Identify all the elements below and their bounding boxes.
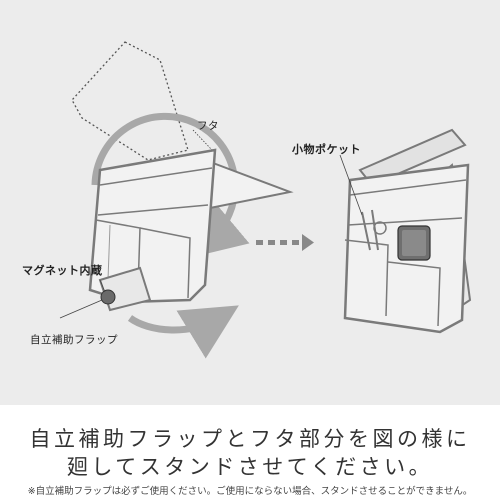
transition-arrow [256, 234, 314, 251]
bag-stand-diagram [59, 41, 472, 359]
flap-rotation-arrow [127, 305, 239, 359]
flap-callout: 自立補助フラップ [30, 334, 118, 346]
caption-line-2: 廻してスタンドさせてください。 [66, 455, 434, 479]
small-pocket-callout: 小物ポケット [292, 143, 361, 156]
left-bag-body [88, 148, 217, 304]
left-bag-illustration [59, 41, 294, 359]
instruction-caption: 自立補助フラップとフタ部分を図の様に 廻してスタンドさせてください。 ※自立補助… [0, 405, 500, 500]
magnet-callout: マグネット内蔵 [22, 264, 103, 277]
right-bag-illustration [339, 128, 472, 334]
caption-note: ※自立補助フラップは必ずご使用ください。ご使用にならない場合、スタンドさせること… [27, 486, 473, 497]
magnet-dot [100, 289, 116, 305]
illustration-panel: フタ 小物ポケット マグネット内蔵 自立補助フラップ [0, 0, 500, 405]
caption-line-1: 自立補助フラップとフタ部分を図の様に [29, 427, 471, 451]
lid-callout: フタ [197, 120, 219, 132]
lid-dotted-outline [71, 41, 189, 161]
lid-rotation-arrow [91, 112, 250, 259]
